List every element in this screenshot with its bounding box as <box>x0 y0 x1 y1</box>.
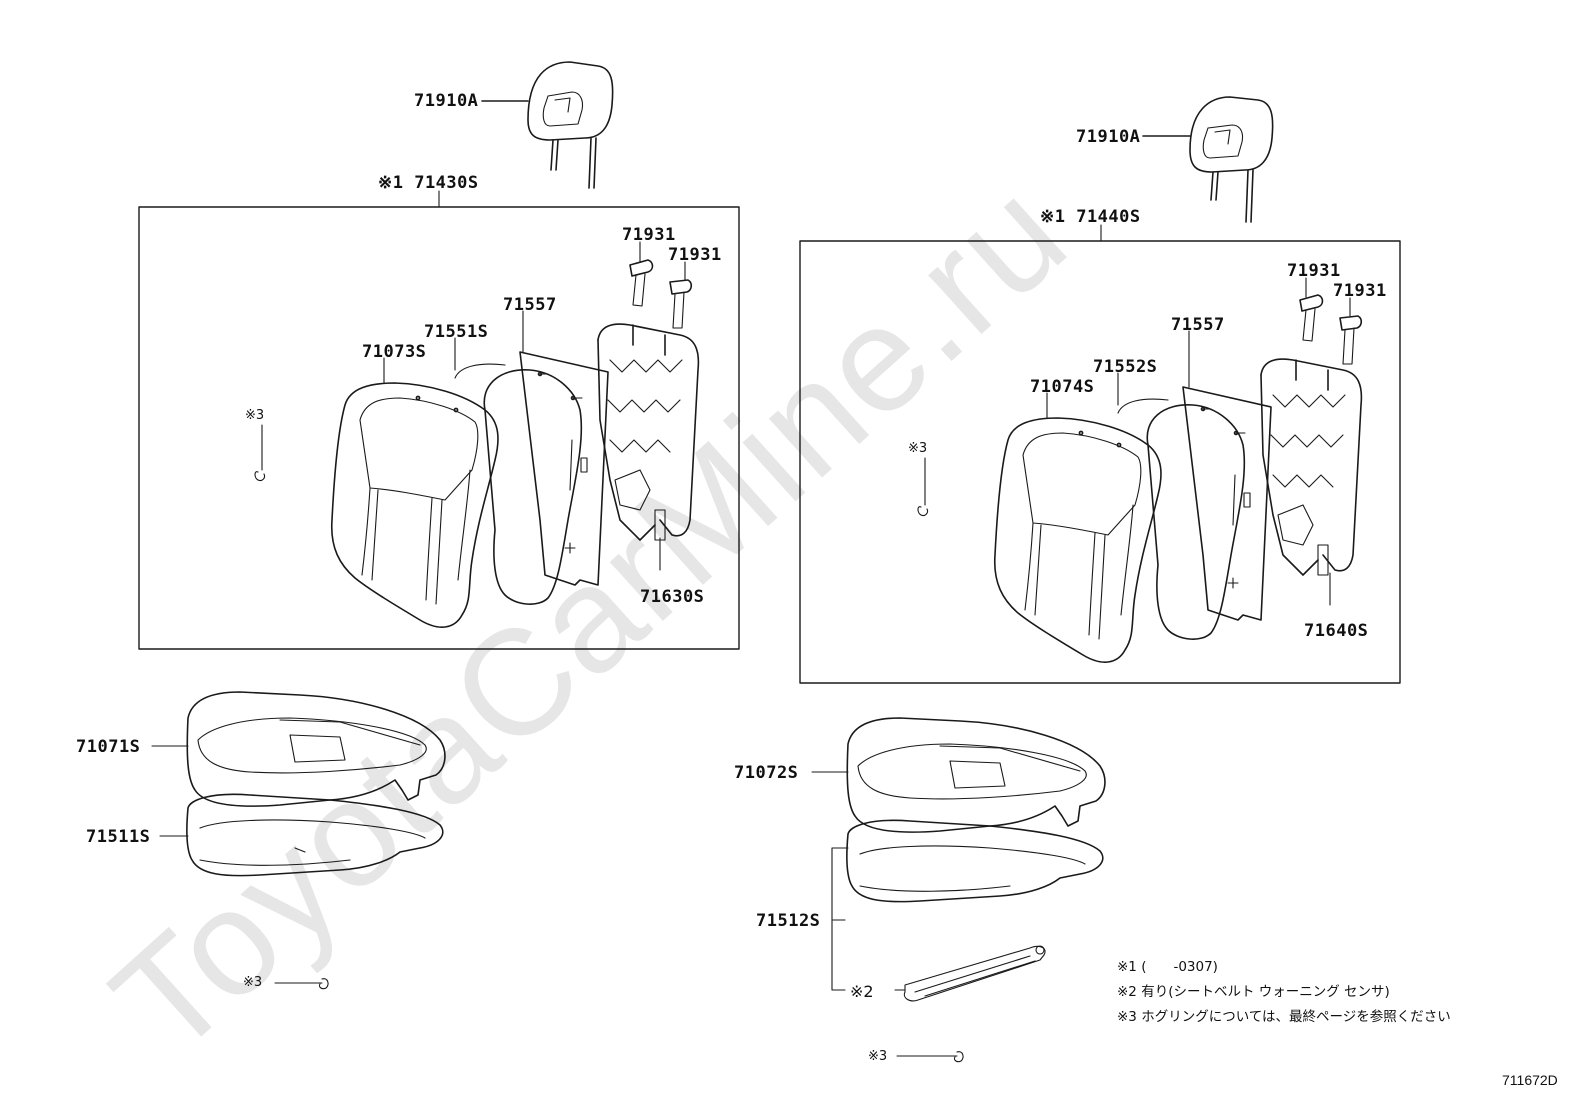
label-right-cushion-pad: 71512S <box>756 911 821 931</box>
label-right-cushion-cover: 71072S <box>734 763 799 783</box>
label-right-pad: 71552S <box>1093 357 1158 377</box>
label-right-cover: 71074S <box>1030 377 1095 397</box>
right-cushion-hogring-icon <box>953 1051 964 1063</box>
label-left-clip-b: 71931 <box>668 245 722 265</box>
right-seatback-board-drawing <box>1182 386 1272 621</box>
label-right-sensor: ※2 <box>850 982 874 1001</box>
left-cushion-cover-drawing <box>186 691 446 807</box>
left-cushion-hogring-icon <box>318 978 329 990</box>
label-left-hogring: ※3 <box>245 408 265 423</box>
label-right-board: 71557 <box>1171 315 1225 335</box>
left-headrest-drawing <box>527 61 614 189</box>
label-left-headrest: 71910A <box>414 91 479 111</box>
left-seatback-pad-drawing <box>454 363 583 605</box>
right-seatback-frame-drawing <box>1260 358 1363 576</box>
right-headrest-drawing <box>1189 96 1274 223</box>
label-right-clip-b: 71931 <box>1333 281 1387 301</box>
label-left-cushion-hogring: ※3 <box>243 975 263 990</box>
note-3: ※3 ホグリングについては、最終ページを参照ください <box>1117 1009 1451 1025</box>
right-cushion-cover-drawing <box>846 717 1106 833</box>
label-left-pad: 71551S <box>424 322 489 342</box>
label-right-headrest: 71910A <box>1076 127 1141 147</box>
right-seatback-cover-drawing <box>993 417 1162 663</box>
left-cushion-pad-drawing <box>186 793 444 877</box>
label-left-cover: 71073S <box>362 342 427 362</box>
label-right-hogring: ※3 <box>908 441 928 456</box>
label-right-assy: ※1 71440S <box>1040 207 1141 227</box>
figure-reference: 711672D <box>1502 1072 1558 1088</box>
label-left-clip-a: 71931 <box>622 225 676 245</box>
right-assy-box <box>799 240 1401 684</box>
right-seat-sensor-drawing <box>903 945 1046 1002</box>
right-hogring-icon <box>917 506 929 517</box>
label-left-board: 71557 <box>503 295 557 315</box>
left-seatback-board-drawing <box>519 351 609 586</box>
right-cushion-pad-bracket <box>831 847 849 991</box>
label-right-cushion-hogring: ※3 <box>868 1049 888 1064</box>
left-hogring-icon <box>254 471 266 482</box>
label-right-frame: 71640S <box>1304 621 1369 641</box>
right-cushion-pad-drawing <box>846 819 1104 903</box>
right-guide-clips-drawing <box>1299 294 1363 365</box>
note-2: ※2 有り(シートベルト ウォーニング センサ) <box>1117 984 1390 1000</box>
left-seatback-frame-drawing <box>597 323 700 541</box>
left-guide-clips-drawing <box>629 259 693 329</box>
right-seatback-pad-drawing <box>1117 398 1246 640</box>
label-left-cushion-cover: 71071S <box>76 737 141 757</box>
label-left-cushion-pad: 71511S <box>86 827 151 847</box>
note-1: ※1 ( -0307) <box>1117 959 1218 975</box>
left-seatback-cover-drawing <box>330 382 499 628</box>
label-right-clip-a: 71931 <box>1287 261 1341 281</box>
label-left-frame: 71630S <box>640 587 705 607</box>
label-left-assy: ※1 71430S <box>378 173 479 193</box>
left-assy-box <box>138 206 740 650</box>
